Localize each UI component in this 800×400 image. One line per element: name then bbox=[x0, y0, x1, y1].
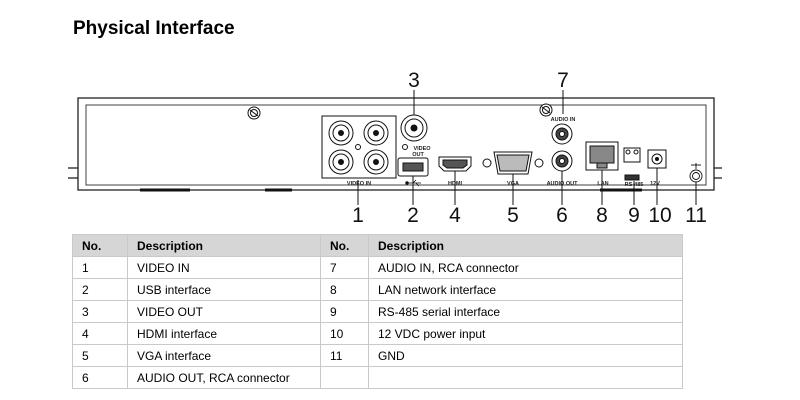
table-cell: RS-485 serial interface bbox=[368, 300, 683, 323]
callout-number: 2 bbox=[407, 204, 419, 227]
usb-icon bbox=[405, 179, 421, 187]
callout-number: 7 bbox=[557, 69, 569, 92]
table-row: 4 HDMI interface 10 12 VDC power input bbox=[72, 322, 683, 345]
table-cell: 8 bbox=[320, 278, 369, 301]
table-row: 6 AUDIO OUT, RCA connector bbox=[72, 366, 683, 389]
callout-number: 5 bbox=[507, 204, 519, 227]
table-cell: VIDEO IN bbox=[127, 256, 321, 279]
table-cell: 6 bbox=[72, 366, 128, 389]
video-in-label: VIDEO IN bbox=[347, 181, 371, 187]
table-cell: AUDIO OUT, RCA connector bbox=[127, 366, 321, 389]
callout-number: 4 bbox=[449, 204, 461, 227]
table-cell: HDMI interface bbox=[127, 322, 321, 345]
usb-port bbox=[397, 157, 429, 177]
callout-number: 10 bbox=[648, 204, 671, 227]
table-cell: 7 bbox=[320, 256, 369, 279]
video-out-label: VIDEO bbox=[413, 146, 431, 152]
table-cell: 4 bbox=[72, 322, 128, 345]
table-cell: 3 bbox=[72, 300, 128, 323]
callout-number: 8 bbox=[596, 204, 608, 227]
screw-icon bbox=[247, 106, 261, 120]
table-cell: 9 bbox=[320, 300, 369, 323]
table-row: 1 VIDEO IN 7 AUDIO IN, RCA connector bbox=[72, 256, 683, 279]
column-header: Description bbox=[127, 234, 321, 257]
rear-panel-diagram: VIDEO IN VIDEO OUT HDMI VGA AUDIO IN AUD… bbox=[68, 69, 722, 227]
table-cell: 11 bbox=[320, 344, 369, 367]
table-cell: USB interface bbox=[127, 278, 321, 301]
table-cell bbox=[320, 366, 369, 389]
table-cell: AUDIO IN, RCA connector bbox=[368, 256, 683, 279]
rs485-terminal bbox=[623, 147, 641, 181]
callout-number: 3 bbox=[408, 69, 420, 92]
page-title: Physical Interface bbox=[73, 18, 235, 39]
table-header-row: No. Description No. Description bbox=[72, 234, 683, 257]
callout-number: 11 bbox=[685, 204, 707, 227]
table-cell: LAN network interface bbox=[368, 278, 683, 301]
column-header: No. bbox=[320, 234, 369, 257]
video-in-ports bbox=[321, 115, 397, 179]
table-cell: 10 bbox=[320, 322, 369, 345]
callout-leaders bbox=[357, 90, 697, 205]
table-cell: 1 bbox=[72, 256, 128, 279]
table-cell bbox=[368, 366, 683, 389]
table-cell: GND bbox=[368, 344, 683, 367]
callout-number: 9 bbox=[628, 204, 640, 227]
video-out-label: OUT bbox=[412, 152, 424, 158]
table-row: 3 VIDEO OUT 9 RS-485 serial interface bbox=[72, 300, 683, 323]
table-row: 2 USB interface 8 LAN network interface bbox=[72, 278, 683, 301]
callout-number: 1 bbox=[352, 204, 364, 227]
column-header: No. bbox=[72, 234, 128, 257]
hdmi-port bbox=[438, 156, 472, 172]
audio-out-port bbox=[551, 150, 573, 172]
power-port bbox=[647, 149, 667, 169]
interface-table: No. Description No. Description 1 VIDEO … bbox=[72, 234, 683, 389]
callout-number: 6 bbox=[556, 204, 568, 227]
table-cell: 12 VDC power input bbox=[368, 322, 683, 345]
column-header: Description bbox=[368, 234, 683, 257]
screw-icon bbox=[539, 103, 553, 117]
table-cell: 5 bbox=[72, 344, 128, 367]
table-row: 5 VGA interface 11 GND bbox=[72, 344, 683, 367]
table-cell: 2 bbox=[72, 278, 128, 301]
table-cell: VGA interface bbox=[127, 344, 321, 367]
power-label: 12V bbox=[650, 181, 660, 187]
audio-in-label: AUDIO IN bbox=[551, 117, 576, 123]
lan-label: LAN bbox=[597, 181, 608, 187]
table-cell: VIDEO OUT bbox=[127, 300, 321, 323]
video-out-port bbox=[400, 114, 428, 150]
vga-port bbox=[482, 151, 544, 175]
lan-port bbox=[585, 141, 619, 171]
audio-in-port bbox=[551, 123, 573, 145]
